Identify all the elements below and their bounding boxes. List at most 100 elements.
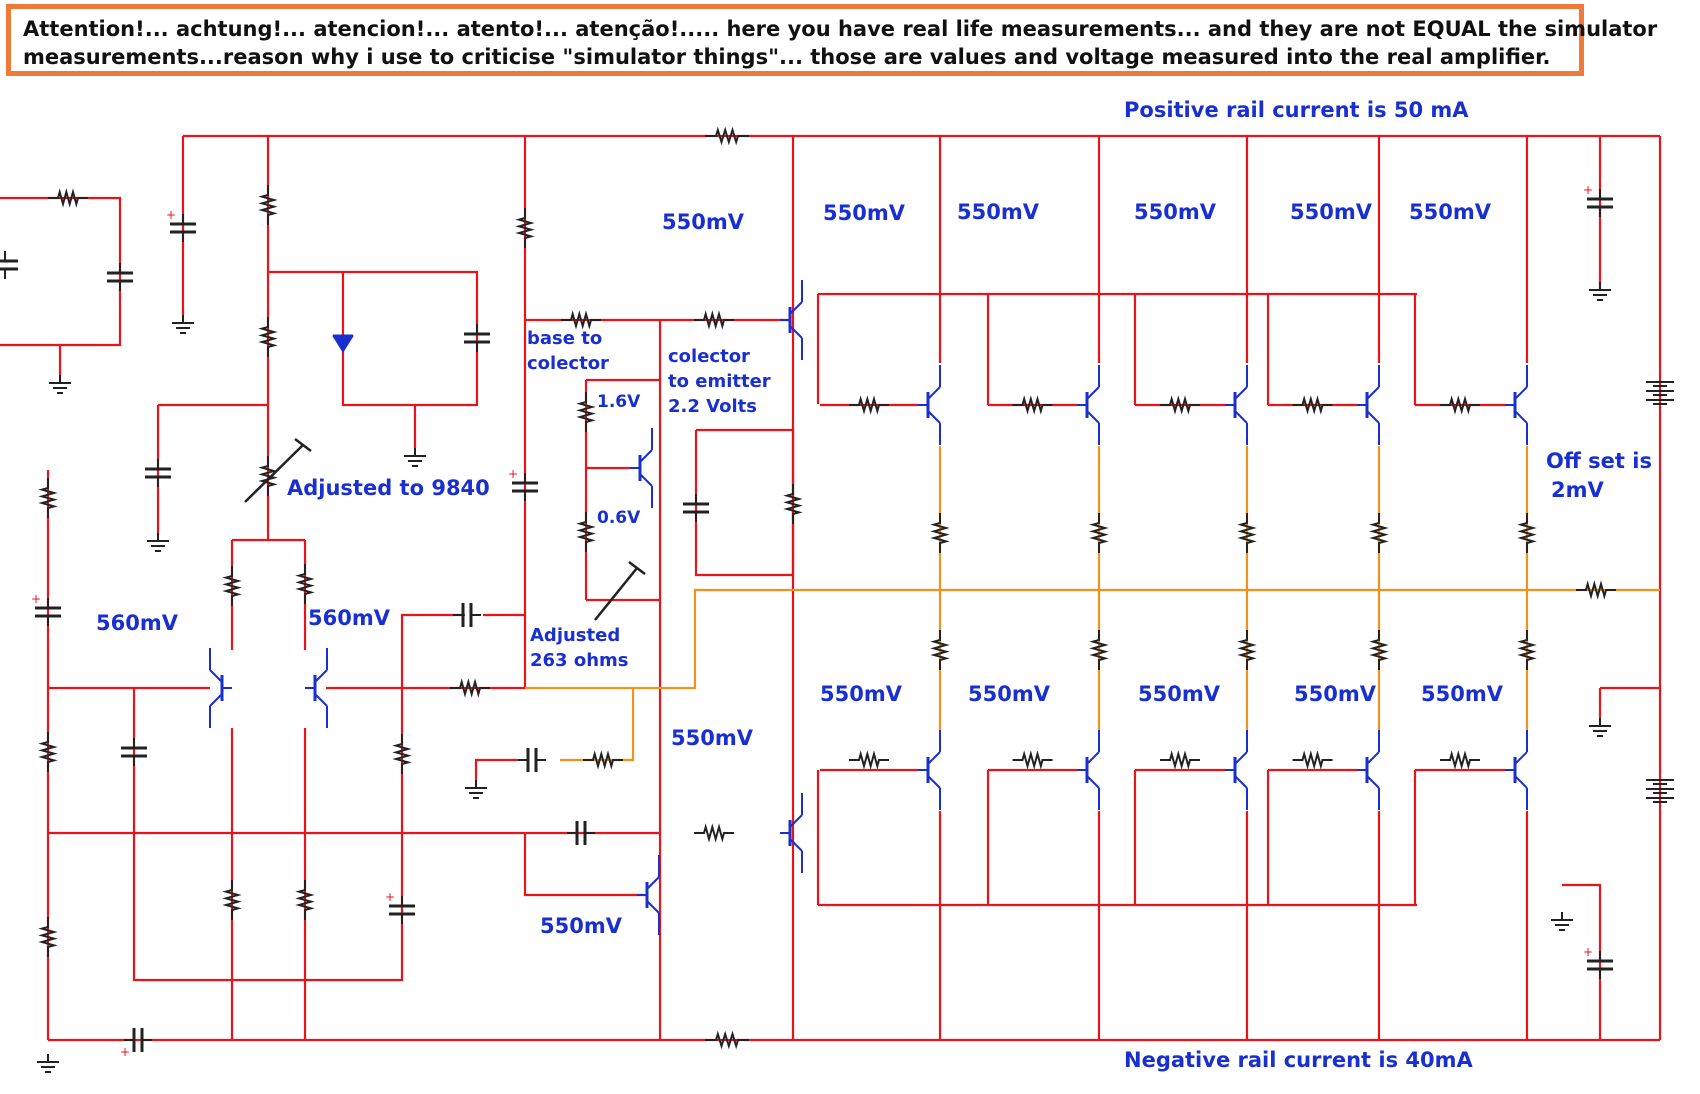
svg-text:+: + [508, 467, 518, 481]
emitter-resistor-bottom [1517, 630, 1537, 670]
base-colector-resistor [561, 310, 601, 330]
battery-icon-positive [1646, 381, 1674, 405]
driver-capacitor [567, 821, 595, 845]
feedback-input-resistor [450, 678, 490, 698]
svg-text:+: + [385, 890, 395, 904]
adjusted-263-label: Adjusted [530, 625, 620, 646]
output-transistor-top [1077, 365, 1100, 445]
output-base-resistor-top [1440, 395, 1480, 415]
driver-transistor-lower [637, 855, 660, 935]
ltp-resistor-left [222, 566, 242, 606]
supply-capacitor-1: + [166, 208, 196, 242]
offset-label: Off set is [1546, 449, 1652, 473]
voltage-0-6-label: 0.6V [597, 508, 641, 528]
output-resistor [1576, 580, 1616, 600]
voltage-560mv-right: 560mV [308, 606, 391, 630]
voltage-550mv-top-3: 550mV [1134, 200, 1217, 224]
zobel-capacitor [518, 748, 546, 772]
emitter-resistor-top [1089, 513, 1109, 553]
emitter-resistor-bottom [1237, 630, 1257, 670]
attention-note-line-1: Attention!... achtung!... atencion!... a… [23, 17, 1658, 41]
voltage-550mv-driver: 550mV [540, 914, 623, 938]
emitter-resistor-bottom [1369, 630, 1389, 670]
filter-capacitor [145, 459, 171, 487]
tail-resistor-left [222, 880, 242, 920]
ground-icon-filter [147, 533, 169, 552]
emitter-resistor-top [1517, 513, 1537, 553]
vas-input-resistor [694, 310, 734, 330]
output-transistor-top [1225, 365, 1248, 445]
svg-text:+: + [31, 592, 41, 606]
wire [132, 613, 465, 982]
colector-to-emitter-label-2: to emitter [668, 371, 771, 392]
trimmer-arrow-head [294, 438, 312, 452]
svg-text:+: + [166, 208, 176, 222]
output-transistor-top [918, 365, 941, 445]
output-transistor-bottom [1357, 730, 1380, 810]
output-base-resistor-bottom [849, 750, 889, 770]
trimmer-9840 [258, 456, 278, 496]
output-transistor-bottom [918, 730, 941, 810]
emitter-resistor-top [1237, 513, 1257, 553]
driver-input-resistor [694, 823, 734, 843]
output-base-resistor-top [1292, 395, 1333, 415]
output-base-resistor-bottom [1292, 750, 1333, 770]
colector-to-emitter-label: colector [668, 346, 750, 367]
ground-icon-input-2 [37, 1054, 59, 1073]
input-bias-capacitor: + [31, 592, 61, 626]
wire [523, 833, 645, 897]
bias-capacitor [464, 324, 490, 352]
adjusted-263-label-2: 263 ohms [530, 650, 629, 671]
input-coupling-capacitor: + [120, 1028, 152, 1059]
voltage-550mv-top-2: 550mV [957, 200, 1040, 224]
output-base-resistor-bottom [1012, 750, 1053, 770]
supply-capacitor-right: + [1583, 183, 1613, 217]
attention-note-line-2: measurements...reason why i use to criti… [23, 45, 1551, 69]
feedback-capacitor [121, 738, 147, 766]
ground-icon-bias [404, 448, 426, 467]
voltage-550mv-bottom-4: 550mV [1294, 682, 1377, 706]
base-to-colector-label-2: colector [527, 353, 609, 374]
vas-transistor-bottom [780, 793, 803, 873]
svg-text:+: + [1583, 183, 1593, 197]
bootstrap-capacitor: + [508, 467, 538, 501]
ground-icon-supply [172, 315, 194, 334]
emitter-resistor-bottom [1089, 630, 1109, 670]
ltp-transistor-right [305, 648, 328, 728]
vbe-capacitor [683, 494, 709, 522]
output-base-resistor-bottom [1440, 750, 1480, 770]
input-resistor [48, 188, 88, 208]
vas-resistor [515, 208, 535, 248]
positive-rail-label: Positive rail current is 50 mA [1124, 98, 1469, 122]
offset-value: 2mV [1551, 478, 1604, 502]
voltage-550mv-bottom-5: 550mV [1421, 682, 1504, 706]
input-bias-resistor-1 [38, 478, 58, 518]
trimmer-arrow-head [628, 561, 646, 575]
ground-icon-input [49, 375, 71, 394]
voltage-550mv-top-1: 550mV [823, 201, 906, 225]
ltp-transistor-left [209, 648, 232, 728]
voltage-550mv-bottom-1: 550mV [820, 682, 903, 706]
voltage-550mv-bottom-3: 550mV [1138, 682, 1221, 706]
voltage-550mv-top-5: 550mV [1409, 200, 1492, 224]
output-transistor-bottom [1505, 730, 1528, 810]
output-transistor-top [1505, 365, 1528, 445]
vbe-resistor-top [576, 392, 596, 432]
vbe-multiplier-transistor [630, 428, 653, 508]
input-bias-resistor-2 [38, 732, 58, 772]
voltage-550mv-top-4: 550mV [1290, 200, 1373, 224]
wire [0, 196, 122, 347]
output-transistor-bottom [1225, 730, 1248, 810]
vas-emitter-resistor [783, 484, 803, 524]
emitter-resistor-top [930, 513, 950, 553]
negative-rail-label: Negative rail current is 40mA [1124, 1048, 1474, 1072]
output-base-resistor-top [849, 395, 889, 415]
ground-icon-output [1589, 718, 1611, 737]
wire [268, 270, 479, 407]
wire [1562, 883, 1602, 1040]
trimmer-arrow-icon-263 [594, 567, 638, 621]
ground-icon-right [1589, 282, 1611, 301]
wire [525, 588, 1660, 690]
zobel-resistor [583, 750, 623, 770]
